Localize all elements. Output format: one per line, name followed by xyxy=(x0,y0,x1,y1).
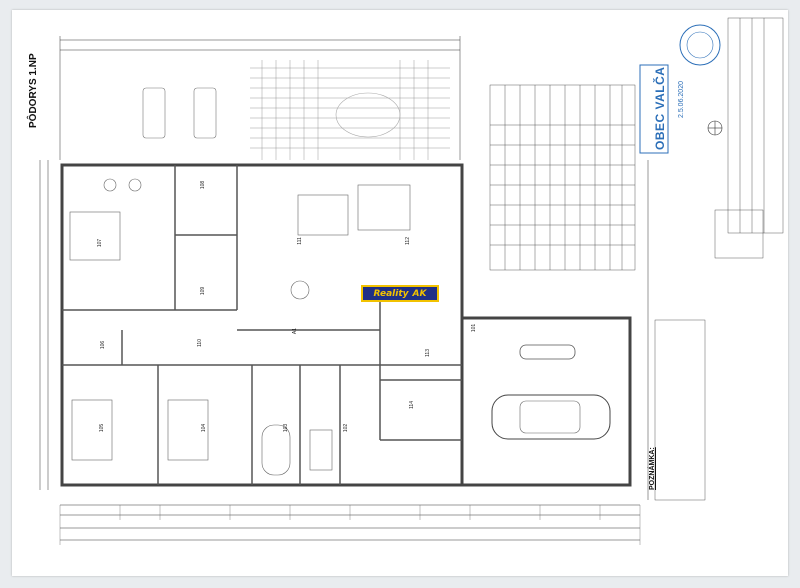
stamp-date: 2.5.06.2020 xyxy=(678,81,685,118)
title-block xyxy=(714,17,784,259)
watermark-text: Reality xyxy=(373,288,409,299)
room-number: 114 xyxy=(408,401,415,409)
interior-walls xyxy=(62,165,462,485)
stamp-seal-icon xyxy=(639,24,721,154)
terrace-table xyxy=(335,92,401,138)
room-number: 102 xyxy=(343,423,350,433)
notes-box xyxy=(654,319,706,501)
room-number: 111 xyxy=(296,237,303,245)
car-drawing xyxy=(491,344,611,440)
room-number: 113 xyxy=(424,349,431,357)
notes-heading: POZNÁMKA: xyxy=(649,447,656,490)
section-label: A1 xyxy=(292,327,299,335)
watermark-mark: AK xyxy=(412,288,427,299)
room-number: 109 xyxy=(200,286,207,296)
room-number: 108 xyxy=(200,180,207,190)
room-number: 104 xyxy=(201,423,208,433)
room-number: 103 xyxy=(283,423,290,433)
dimension-ticks xyxy=(59,505,641,545)
room-number: 110 xyxy=(196,339,203,347)
room-number: 107 xyxy=(97,238,104,248)
furniture xyxy=(69,178,411,476)
dimension-lines xyxy=(39,36,649,541)
room-number: 101 xyxy=(471,323,478,333)
exterior-walls xyxy=(60,163,632,487)
room-number: 106 xyxy=(100,340,107,350)
drawing-title: PÔDORYS 1.NP xyxy=(28,53,39,128)
room-number: 105 xyxy=(99,423,106,433)
pergola xyxy=(250,60,450,160)
reality-ak-watermark-logo: Reality AK xyxy=(361,285,439,302)
municipality-stamp: OBEC VALČA xyxy=(653,66,667,150)
sun-loungers xyxy=(142,87,217,139)
room-schedule-table xyxy=(489,84,636,271)
room-number: 112 xyxy=(404,237,411,245)
